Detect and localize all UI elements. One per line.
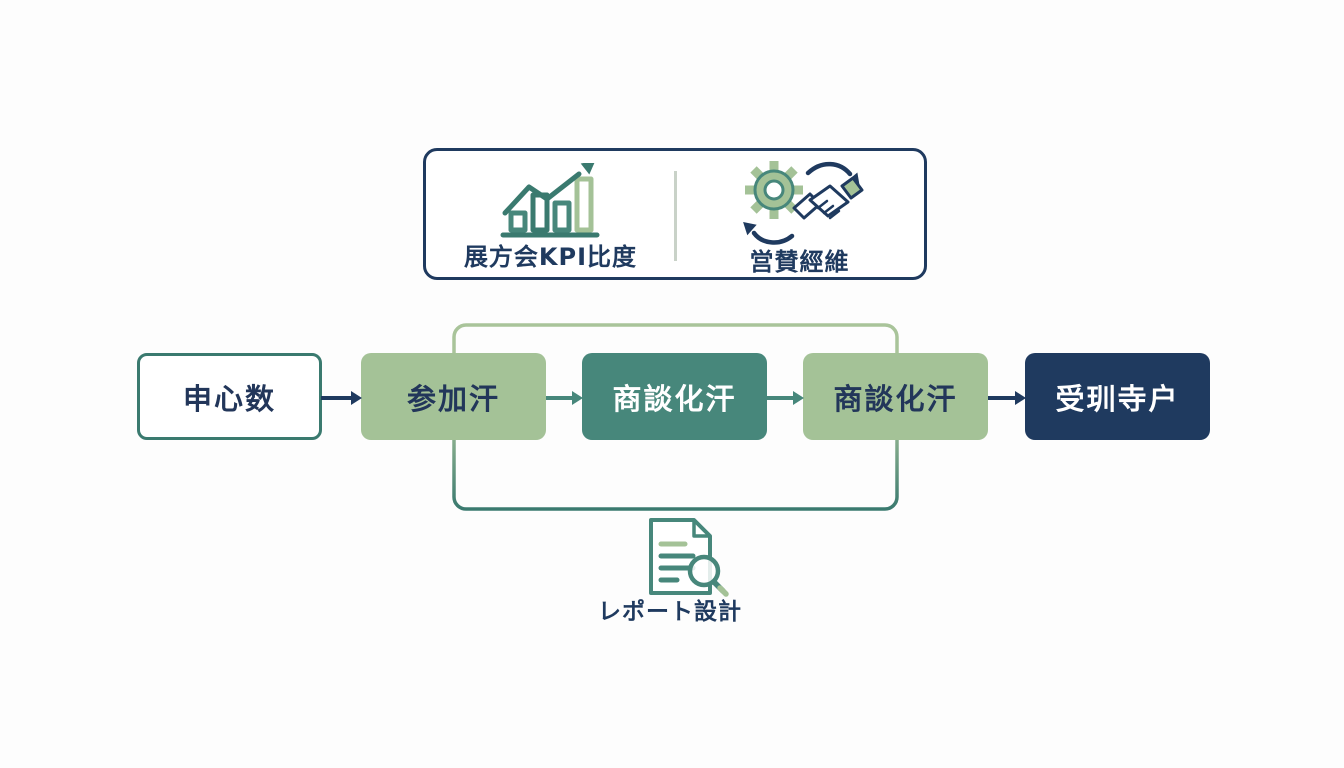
arrow-head [572, 391, 583, 405]
flow-arrow-2 [546, 391, 583, 405]
handshake-shape [792, 176, 863, 220]
report-label: レポート設計 [598, 599, 742, 625]
gear-shape [744, 161, 803, 219]
flow-node-2: 参加汗 [361, 353, 546, 440]
flow-node-4-label: 商談化汗 [833, 381, 958, 416]
flow-arrow-4 [988, 391, 1026, 405]
arrow-shaft [546, 396, 572, 400]
flow-node-1-label: 申心数 [182, 381, 276, 416]
arrow-head [1015, 391, 1026, 405]
document-search-icon [649, 518, 729, 597]
kpi-panel: 展方会KPI比度 [423, 148, 927, 280]
arrow-shaft [988, 396, 1015, 400]
panel-divider [673, 171, 677, 261]
flow-node-4: 商談化汗 [803, 353, 988, 440]
flow-node-5: 受玔寺户 [1025, 353, 1210, 440]
kpi-panel-label-right: 営賛經維 [749, 248, 850, 276]
bar-chart-growth-icon [500, 163, 599, 238]
kpi-panel-label-left: 展方会KPI比度 [463, 243, 638, 271]
flow-arrow-1 [321, 391, 362, 405]
kpi-panel-item-right: 営賛經維 [675, 151, 924, 277]
flow-arrow-3 [766, 391, 804, 405]
flow-node-5-label: 受玔寺户 [1055, 381, 1180, 416]
arrow-shaft [766, 396, 793, 400]
arrow-shaft [321, 396, 351, 400]
flow-node-3-label: 商談化汗 [612, 381, 737, 416]
arrow-head [793, 391, 804, 405]
kpi-panel-item-left: 展方会KPI比度 [426, 151, 675, 277]
flow-node-3: 商談化汗 [582, 353, 767, 440]
arrow-head [351, 391, 362, 405]
flow-node-2-label: 参加汗 [406, 381, 500, 416]
flow-node-1: 申心数 [137, 353, 322, 440]
gear-handshake-icon [742, 161, 863, 245]
